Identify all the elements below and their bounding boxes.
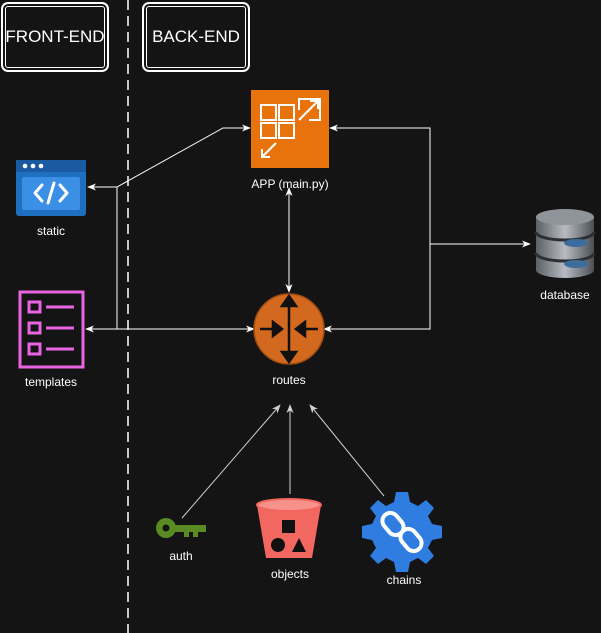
- backend-header-label: BACK-END: [152, 27, 240, 46]
- auth-label: auth: [169, 549, 193, 563]
- edge-auth-routes: [181, 404, 281, 519]
- frontend-header-label: FRONT-END: [5, 27, 105, 46]
- database-cylinder-icon[interactable]: [534, 209, 596, 278]
- database-label: database: [540, 288, 590, 302]
- backend-header: BACK-END: [142, 2, 250, 72]
- connectors-gray: [181, 404, 385, 519]
- edge-chains-routes: [309, 404, 385, 497]
- key-icon[interactable]: [156, 518, 206, 538]
- chains-label: chains: [386, 573, 422, 587]
- templates-label: templates: [24, 375, 78, 389]
- app-label: APP (main.py): [251, 177, 329, 191]
- objects-label: objects: [270, 567, 310, 581]
- checklist-icon[interactable]: [18, 290, 85, 369]
- router-icon[interactable]: [253, 293, 325, 365]
- bucket-icon[interactable]: [256, 498, 322, 558]
- edge-app-database: [329, 124, 531, 248]
- static-label: static: [36, 224, 66, 238]
- chain-link-gear-icon[interactable]: [362, 492, 442, 572]
- connectors: [85, 124, 531, 333]
- routes-label: routes: [272, 373, 306, 387]
- code-window-icon[interactable]: [16, 160, 86, 216]
- edge-app-static: [87, 124, 251, 191]
- app-icon[interactable]: [251, 90, 329, 168]
- edge-routes-database: [323, 244, 431, 333]
- frontend-header: FRONT-END: [1, 2, 109, 72]
